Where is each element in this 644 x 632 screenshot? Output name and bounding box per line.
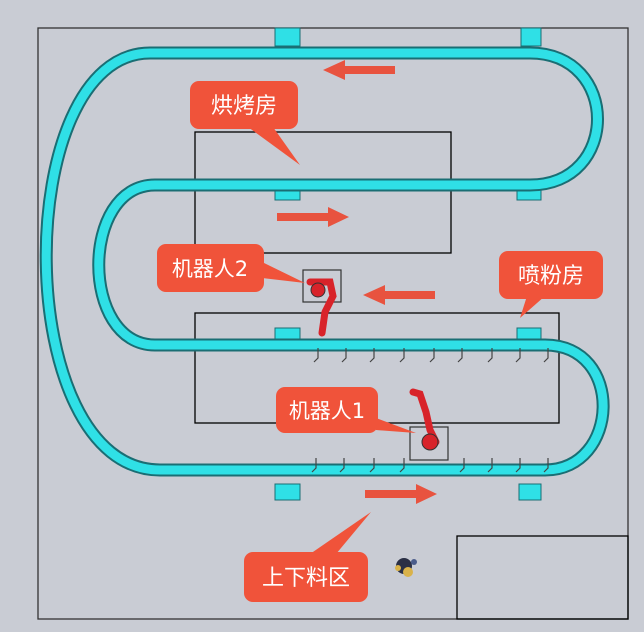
callout-spray-room-label: 喷粉房 <box>518 264 584 289</box>
hanger-row-upper <box>313 348 549 363</box>
hanger-hook <box>459 458 465 473</box>
hanger-row-lower <box>311 458 549 473</box>
hanger-hook <box>369 458 375 473</box>
hanger-hook <box>487 458 493 473</box>
callout-loading-area-pointer <box>310 512 371 554</box>
floor-boundary <box>37 27 629 620</box>
hanger-hook <box>399 458 405 473</box>
callout-robot-1-pointer <box>376 418 416 433</box>
callout-spray-room-pointer <box>520 296 545 318</box>
callout-baking-room: 烘烤房 <box>190 81 300 165</box>
support-post <box>520 27 542 47</box>
hanger-hook <box>313 348 319 363</box>
callout-robot-2-label: 机器人2 <box>172 257 248 281</box>
robot-1 <box>409 388 449 461</box>
callout-loading-area-label: 上下料区 <box>262 566 350 591</box>
robot-1-base <box>421 433 439 451</box>
hanger-hook <box>339 458 345 473</box>
hanger-hook <box>543 348 549 363</box>
hanger-hook <box>399 348 405 363</box>
callout-robot-1-label: 机器人1 <box>289 399 365 423</box>
support-post <box>274 483 301 501</box>
robot-2-base <box>310 282 326 298</box>
arrow-right-baking <box>277 207 349 227</box>
callout-baking-room-pointer <box>248 127 300 165</box>
arrow-left-top <box>323 60 395 80</box>
callout-loading-area: 上下料区 <box>244 512 371 602</box>
robot-2-arm <box>306 278 337 337</box>
robot-2 <box>302 269 342 337</box>
callout-spray-room: 喷粉房 <box>499 251 603 318</box>
hanger-hook <box>543 458 549 473</box>
hanger-hook <box>311 458 317 473</box>
callout-baking-room-box <box>190 81 298 129</box>
callout-robot-2-box <box>157 244 264 292</box>
hanger-hook <box>515 458 521 473</box>
callout-robot-2-pointer <box>262 262 305 283</box>
hanger-hook <box>369 348 375 363</box>
loading-area-box <box>456 535 629 620</box>
arrow-right-bottom <box>365 484 437 504</box>
hanger-hook <box>487 348 493 363</box>
callout-spray-room-box <box>499 251 603 299</box>
callout-robot-2: 机器人2 <box>157 244 305 292</box>
callout-baking-room-label: 烘烤房 <box>211 94 277 119</box>
direction-arrows <box>277 60 437 504</box>
support-post <box>518 483 542 501</box>
loading-machine <box>395 558 417 577</box>
hanger-hook <box>341 348 347 363</box>
conveyor-track <box>41 48 608 475</box>
callout-robot-1-box <box>276 387 378 433</box>
arrow-left-middle <box>363 285 435 305</box>
robot-2-frame <box>302 269 342 303</box>
callout-robot-1: 机器人1 <box>276 387 416 433</box>
baking-room-outline <box>194 131 452 254</box>
hanger-hook <box>515 348 521 363</box>
hanger-hook <box>429 348 435 363</box>
support-post <box>274 27 301 47</box>
hanger-hook <box>457 348 463 363</box>
callout-loading-area-box <box>244 552 368 602</box>
